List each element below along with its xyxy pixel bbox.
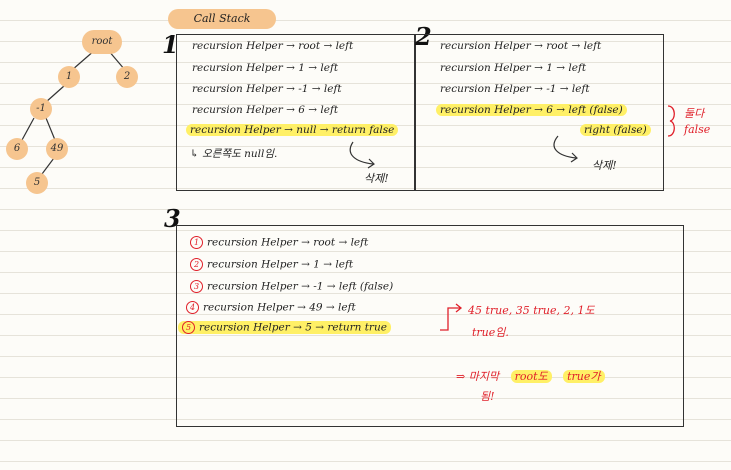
brace-icon (667, 105, 675, 137)
call-stack-title: Call Stack (168, 9, 276, 29)
curved-arrow-icon (553, 135, 578, 163)
step-number-icon: 5 (182, 321, 195, 334)
box-2-delete-label: 삭제! (592, 159, 617, 172)
box-3-line-2: 2 recursion Helper → 1 → left (190, 258, 353, 271)
stack-box-2 (414, 34, 664, 191)
box-1-note: ↳ 오른쪽도 null임. (190, 148, 278, 160)
box-3-line-1-text: recursion Helper → root → left (207, 236, 369, 249)
box-1-line-5-highlight: recursion Helper → null → return false (186, 124, 399, 136)
box-2-number: 2 (415, 22, 432, 51)
box-2-line-1: recursion Helper → root → left (440, 40, 602, 52)
box-3-final-note: ⇒ 마지막 root도 true가 (456, 368, 605, 384)
step-number-icon: 1 (190, 236, 203, 249)
tree-node-49: 49 (46, 138, 68, 160)
step-number-icon: 4 (186, 301, 199, 314)
box-3-red-note-line-2: true임. (472, 326, 509, 339)
arrow-icon (440, 303, 463, 331)
box-1-line-4: recursion Helper → 6 → left (192, 104, 339, 116)
curved-arrow-icon (349, 141, 375, 169)
box-3-line-5-text: recursion Helper → 5 → return true (199, 321, 387, 334)
final-prefix: ⇒ 마지막 (456, 370, 500, 383)
box-3-line-5-highlight: 5 recursion Helper → 5 → return true (178, 321, 391, 334)
final-true-highlight: true가 (563, 370, 605, 383)
box-1-line-3: recursion Helper → -1 → left (192, 83, 342, 95)
tree-node-1: 1 (58, 66, 80, 88)
stack-box-3 (176, 225, 684, 427)
box-1-delete-label: 삭제! (364, 172, 389, 185)
box-1-line-2: recursion Helper → 1 → left (192, 62, 339, 74)
box-3-line-2-text: recursion Helper → 1 → left (207, 258, 354, 271)
box-2-line-3: recursion Helper → -1 → left (440, 83, 590, 95)
box-2-line-2: recursion Helper → 1 → left (440, 62, 587, 74)
box-3-line-3: 3 recursion Helper → -1 → left (false) (190, 280, 393, 293)
box-3-red-note-line-1: 45 true, 35 true, 2, 1도 (468, 304, 595, 317)
box-1-number: 1 (162, 30, 179, 59)
box-3-line-4-text: recursion Helper → 49 → left (203, 301, 356, 314)
box-2-line-5-highlight: right (false) (580, 124, 651, 136)
box-2-line-4-highlight: recursion Helper → 6 → left (false) (436, 104, 627, 116)
tree-node-root: root (82, 30, 122, 54)
box-3-line-3-text: recursion Helper → -1 → left (false) (207, 280, 394, 293)
box-3-line-1: 1 recursion Helper → root → left (190, 236, 368, 249)
final-root-highlight: root도 (510, 370, 552, 383)
tree-node-neg1: -1 (30, 98, 52, 120)
tree-node-6: 6 (6, 138, 28, 160)
stack-box-1 (176, 34, 416, 191)
step-number-icon: 3 (190, 280, 203, 293)
tree-node-5: 5 (26, 172, 48, 194)
step-number-icon: 2 (190, 258, 203, 271)
tree-node-2: 2 (116, 66, 138, 88)
box-1-line-1: recursion Helper → root → left (192, 40, 354, 52)
box-3-line-4: 4 recursion Helper → 49 → left (186, 301, 356, 314)
box-2-red-note: 둘다 false (684, 107, 711, 136)
box-3-final-note-line-2: 됨! (480, 390, 495, 403)
